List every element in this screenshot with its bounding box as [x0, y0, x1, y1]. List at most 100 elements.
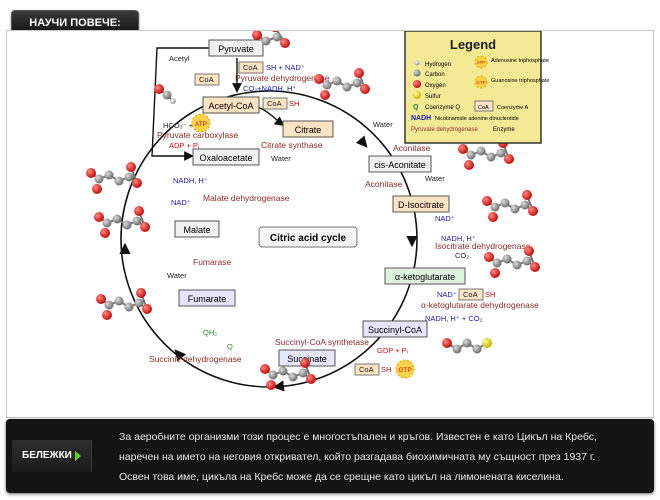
oxygen-atom: [100, 228, 110, 238]
enzyme-pyruvate-carboxylase: Pyruvate carboxylase: [157, 130, 239, 140]
legend-atp: Adenosine triphosphate: [491, 58, 549, 64]
label-nadh-co2: NADH, H⁺ + CO₂: [425, 314, 483, 323]
gtp-legend-icon: [474, 75, 488, 89]
label-sh: SH: [289, 99, 299, 108]
enzyme-aketo-dehydrogenase: α-ketoglutarate dehydrogenase: [421, 300, 539, 310]
notes-bar: БЕЛЕЖКИ За аеробните организми този проц…: [6, 419, 654, 493]
node-fumarate: Fumarate: [178, 289, 236, 307]
notes-line: Освен това име, цикъла на Кребс може да …: [119, 471, 564, 483]
label-sh-2: SH: [485, 290, 495, 299]
succinate-molecule: [260, 358, 316, 390]
carbon-atom: [466, 150, 476, 160]
legend-coenzyme-a: Coenzyme A: [497, 105, 529, 111]
notes-line: наречен на името на неговия откривател, …: [119, 451, 596, 463]
fumarate-molecule: [96, 288, 152, 320]
label-nad-3: NAD⁺: [171, 198, 191, 207]
oxygen-atom: [300, 358, 310, 368]
carbon-atom: [342, 82, 352, 92]
oxygen-atom: [484, 252, 494, 262]
node-citrate: Citrate: [282, 120, 334, 138]
oxygen-atom: [504, 154, 514, 164]
hydrogen-atom-icon: [414, 60, 420, 66]
hydrogen-atom: [170, 98, 176, 104]
carbon-atom: [490, 202, 500, 212]
coa-tag-label: CoA: [463, 290, 478, 299]
oxygen-atom: [442, 338, 452, 348]
enzyme-isocitrate-dehydrogenase: Isocitrate dehydrogenase: [435, 241, 531, 251]
carbon-atom: [492, 258, 502, 268]
legend-coenzyme-q: Coenzyme Q: [425, 105, 460, 111]
atp-legend-icon: [474, 55, 488, 69]
legend-carbon: Carbon: [425, 72, 445, 78]
oxygen-atom: [490, 268, 500, 278]
label-nadh-2: NADH, H⁺: [173, 176, 208, 185]
oxygen-atom: [314, 74, 324, 84]
enzyme-citrate-synthase: Citrate synthase: [261, 140, 323, 150]
label-nad-2: NAD⁺: [437, 290, 457, 299]
isocitrate-molecule: [482, 190, 538, 222]
label-nad-1: NAD⁺: [435, 214, 455, 223]
legend-q-symbol: Q: [413, 104, 419, 111]
carbon-atom: [476, 146, 486, 156]
oxygen-atom: [134, 206, 144, 216]
oxygen-atom: [360, 84, 370, 94]
oxygen-atom: [522, 190, 532, 200]
svg-text:cis-Aconitate: cis-Aconitate: [374, 160, 426, 170]
carbon-atom: [94, 174, 104, 184]
carbon-atom: [496, 148, 506, 158]
node-succinyl-coa: Succinyl-CoA: [362, 320, 428, 338]
label-water-4: Water: [167, 271, 187, 280]
coa-tag: [262, 97, 288, 110]
legend-nadh: Nicotinamide adenine dinucleotide: [435, 116, 519, 122]
oxygen-atom: [260, 364, 270, 374]
coa-legend-icon: [474, 100, 494, 112]
oxygen-atom: [280, 38, 290, 48]
legend-gtp: Guanosine triphosphate: [491, 78, 549, 84]
label-co2-1: CO₂: [455, 251, 469, 260]
oxygen-atom: [354, 68, 364, 78]
citric-acid-cycle-diagram: Citric acid cycle Pyruvate Acetyl-CoA Ci…: [86, 31, 549, 392]
legend-enzyme: Enzyme: [493, 127, 515, 133]
carbon-atom: [452, 344, 462, 354]
sulfur-atom: [482, 338, 492, 348]
label-co2-nadh: CO₂+NADH, H⁺: [243, 84, 296, 93]
node-malate: Malate: [174, 220, 220, 238]
notes-button[interactable]: БЕЛЕЖКИ: [12, 440, 92, 472]
svg-text:Pyruvate: Pyruvate: [218, 44, 254, 54]
enzyme-aconitase-2: Aconitase: [365, 179, 403, 189]
legend-title: Legend: [450, 37, 496, 52]
label-water-1: Water: [373, 120, 393, 129]
oxygen-atom: [252, 31, 262, 40]
coa-tag: [354, 363, 380, 376]
cycle-title-box: [258, 226, 358, 248]
oxygen-atom: [142, 304, 152, 314]
label-acetyl: Acetyl: [169, 54, 190, 63]
legend-coa-symbol: CoA: [478, 105, 489, 111]
svg-text:Oxaloacetate: Oxaloacetate: [199, 153, 252, 163]
carbon-atom: [102, 218, 112, 228]
carbon-atom: [278, 366, 288, 376]
label-q: Q: [227, 342, 233, 351]
carbon-atom: [288, 372, 298, 382]
carbon-atom: [510, 204, 520, 214]
carbon-atom: [486, 152, 496, 162]
carbon-atom: [124, 302, 134, 312]
carbon-atom: [500, 198, 510, 208]
legend-enzyme-sample: Pyruvate dehydrogenase: [411, 127, 478, 133]
label-hco3: HCO₃⁻ +: [163, 121, 194, 130]
carbon-atom: [261, 36, 271, 46]
oxygen-atom: [154, 84, 164, 94]
enzyme-aconitase-1: Aconitase: [393, 143, 431, 153]
malate-molecule: [94, 206, 150, 238]
oxygen-atom: [464, 160, 474, 170]
acetyl-molecule: [154, 84, 176, 104]
oxygen-atom: [136, 288, 146, 298]
legend-atp-symbol: ATP: [477, 60, 485, 65]
carbon-atom: [322, 80, 332, 90]
enzyme-pyruvate-dehydrogenase: Pyruvate dehydrogenase: [235, 73, 330, 83]
oxygen-atom: [92, 184, 102, 194]
carbon-atom: [132, 216, 142, 226]
citrate-molecule: [314, 68, 370, 100]
oxygen-atom: [272, 31, 278, 32]
oxygen-atom: [132, 178, 142, 188]
